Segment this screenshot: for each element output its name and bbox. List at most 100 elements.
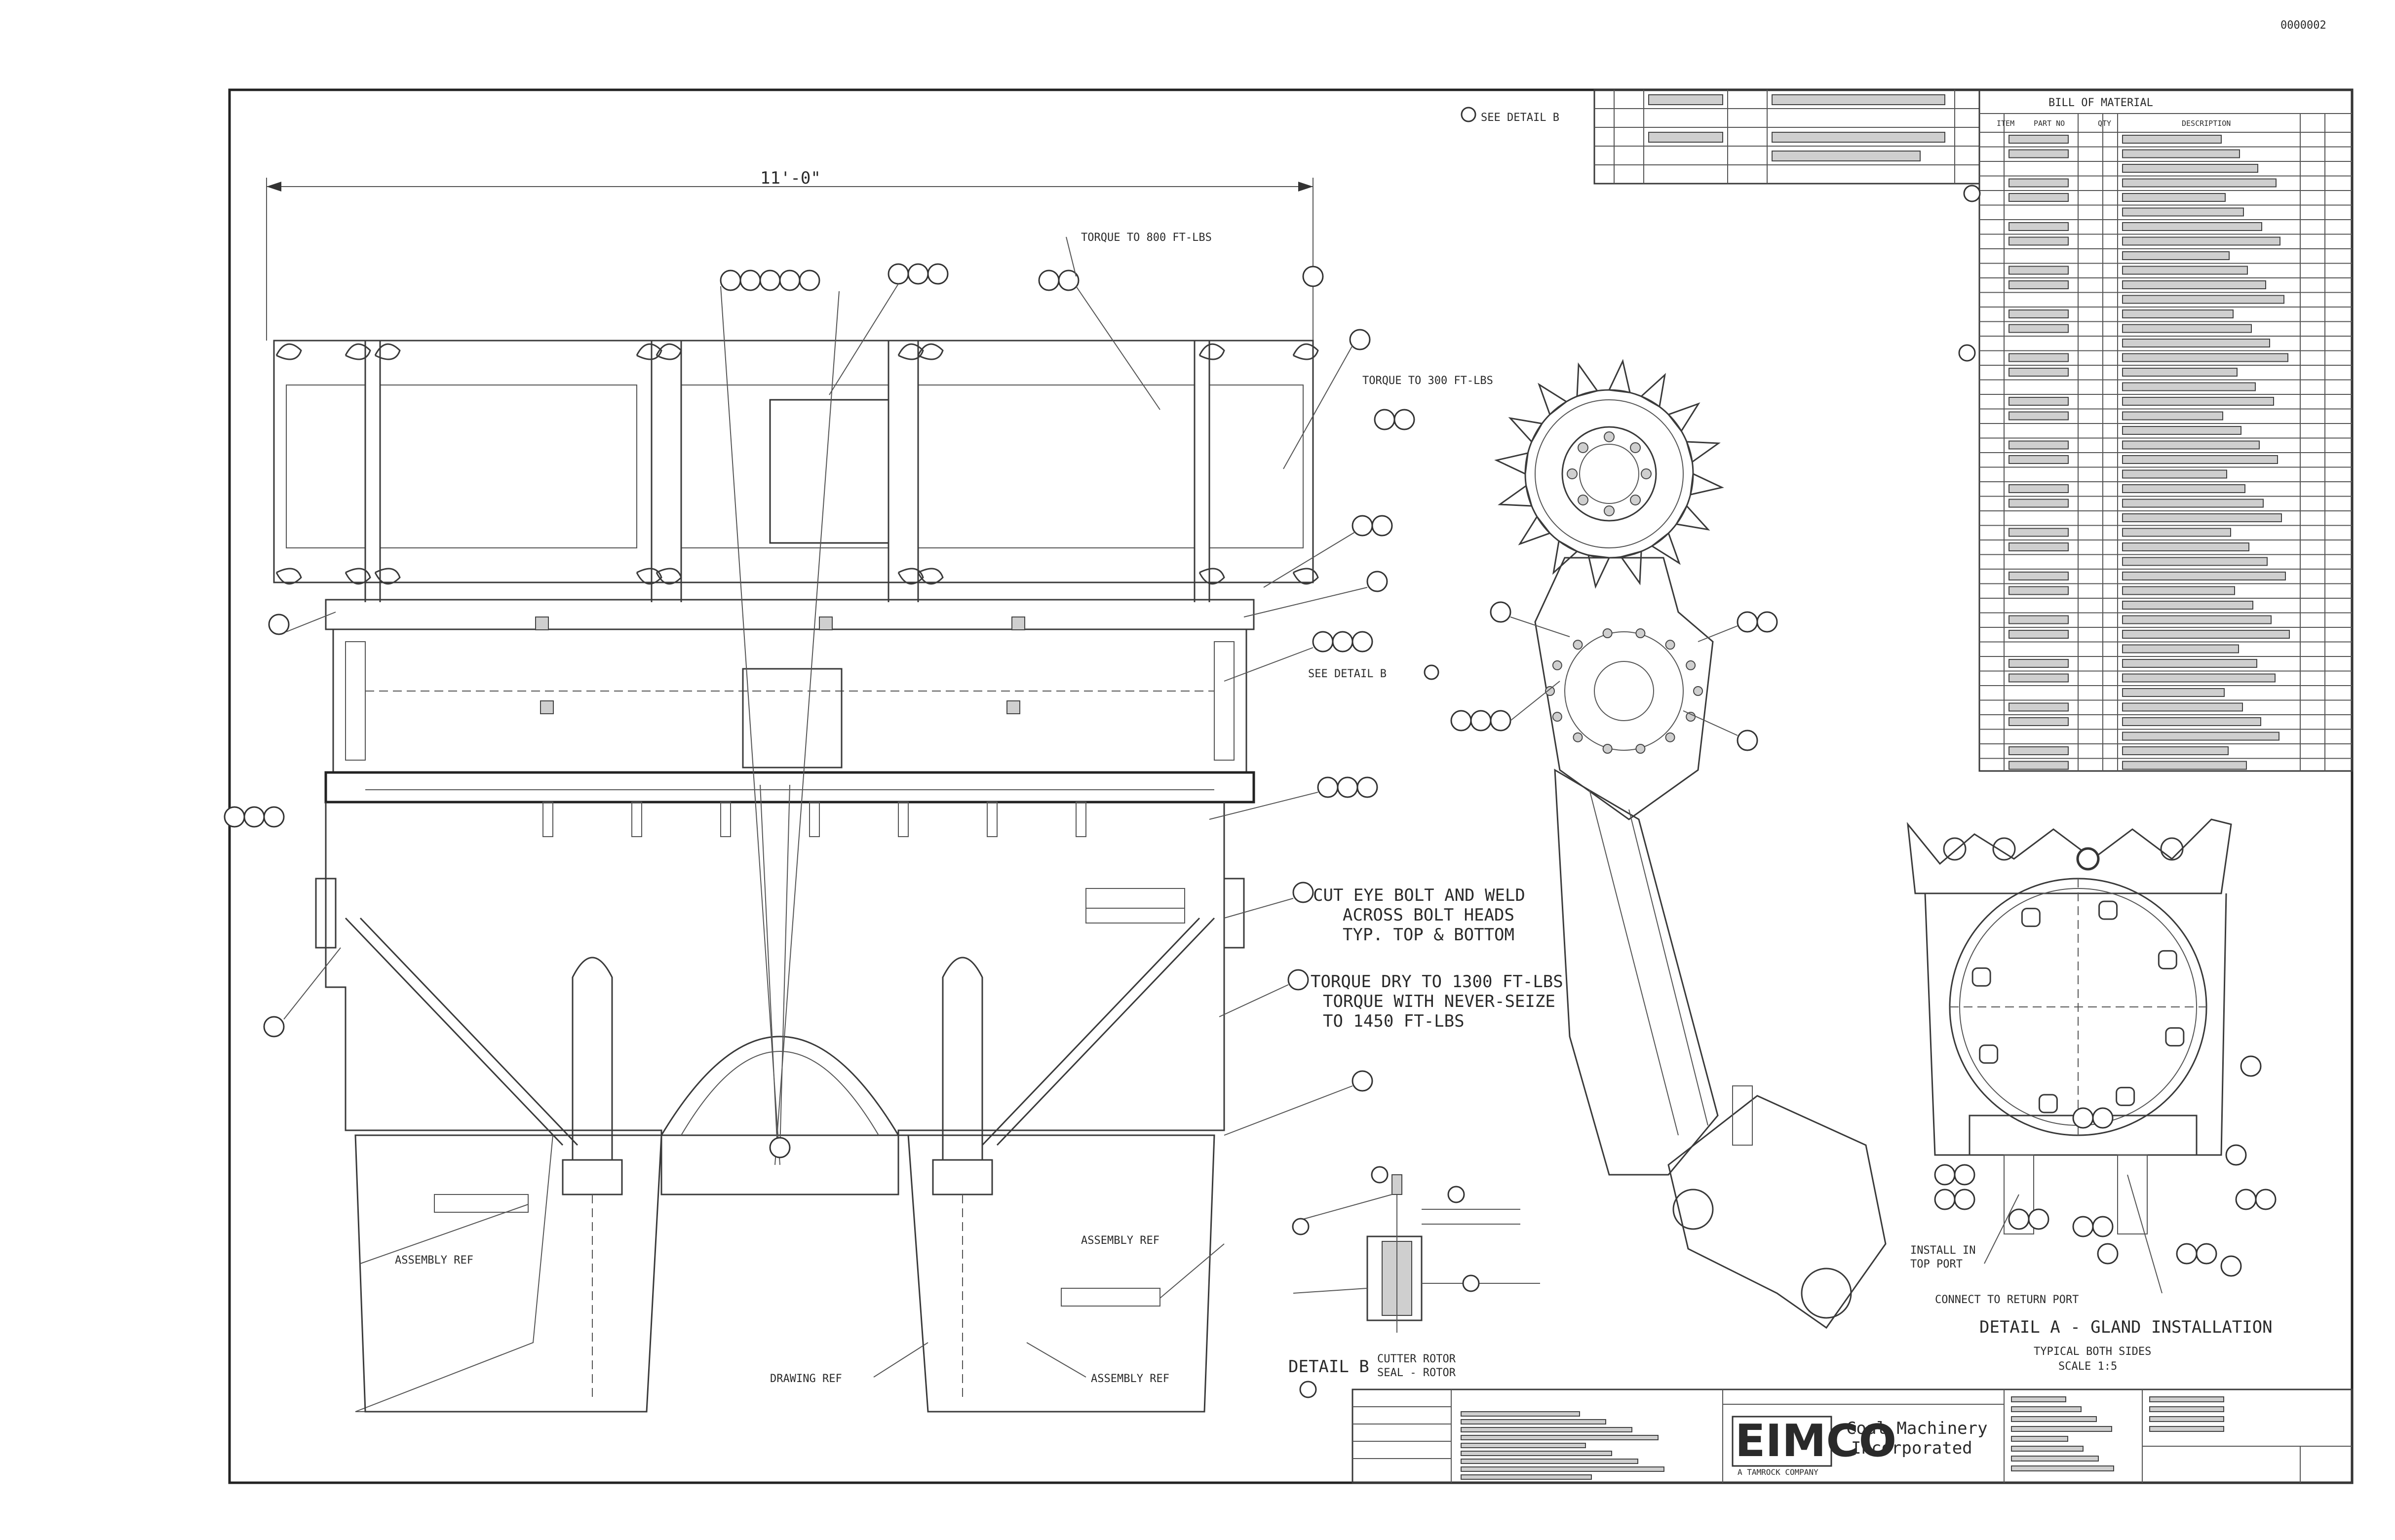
bom-title: BILL OF MATERIAL (2048, 97, 2153, 109)
torque-mid-note: TORQUE TO 300 FT-LBS (1362, 375, 1493, 387)
ref-right-label: ASSEMBLY REF (1081, 1234, 1159, 1247)
bom-description-cell (2122, 193, 2226, 202)
sprocket-tooth (1587, 554, 1611, 589)
approval-line (2011, 1456, 2099, 1462)
balloon-callout-icon (1424, 664, 1439, 680)
install-top-1: INSTALL IN (1910, 1244, 1975, 1257)
detail-a-balloons (1934, 848, 2277, 1277)
bom-partno-cell (2009, 266, 2069, 275)
flange-bolt (2098, 900, 2118, 920)
cutter-bit-bottom (374, 568, 401, 585)
arm-bolt (1686, 660, 1696, 670)
bom-partno-cell (2009, 309, 2069, 318)
bom-partno-cell (2009, 178, 2069, 188)
note-line (1461, 1443, 1586, 1448)
bom-partno-cell (2009, 236, 2069, 246)
sprocket-tooth (1538, 383, 1568, 416)
bom-description-cell (2122, 469, 2227, 479)
company-logo-text: EIMCO (1735, 1415, 1896, 1467)
cutter-bit-bottom (917, 568, 944, 585)
bom-partno-cell (2009, 280, 2069, 289)
arm-bolt (1602, 743, 1613, 754)
tack-weld-line-1: CUT EYE BOLT AND WELD (1313, 886, 1525, 905)
arm-bolt (1665, 640, 1675, 650)
tack-weld-line-2: ACROSS BOLT HEADS (1343, 905, 1514, 925)
bom-partno-cell (2009, 673, 2069, 683)
cutter-bit-bottom (275, 568, 302, 585)
cutter-bit-top (1292, 343, 1319, 360)
bom-partno-cell (2009, 440, 2069, 450)
detail-a-sub-2: SCALE 1:5 (2058, 1360, 2117, 1373)
arm-bolt (1552, 660, 1562, 670)
doc-id: 0000002 (2280, 19, 2326, 32)
bom-description-cell (2122, 309, 2234, 318)
bom-partno-cell (2009, 542, 2069, 551)
install-bottom-note: CONNECT TO RETURN PORT (1935, 1294, 2079, 1306)
bom-description-cell (2122, 644, 2239, 654)
bom-partno-cell (2009, 455, 2069, 464)
detail-b-sub-2: SEAL - ROTOR (1377, 1367, 1456, 1379)
note-line (1461, 1427, 1632, 1432)
bom-description-cell (2122, 397, 2274, 406)
bom-description-cell (2122, 499, 2264, 508)
hub-bolt (1577, 495, 1588, 506)
bom-header-qty: QTY (2098, 119, 2111, 128)
bom-partno-cell (2009, 149, 2069, 158)
tack-weld-note: CUT EYE BOLT AND WELD ACROSS BOLT HEADS … (1313, 886, 1525, 945)
frame-lug (542, 802, 553, 837)
bom-description-cell (2122, 702, 2243, 712)
bom-description-cell (2122, 353, 2288, 362)
bom-partno-cell (2009, 222, 2069, 231)
bom-description-cell (2122, 236, 2280, 246)
bom-partno-cell (2009, 717, 2069, 726)
sprocket-tooth (1608, 359, 1631, 394)
torque-dry-line-3: TO 1450 FT-LBS (1323, 1011, 1465, 1031)
cutter-bit-top (897, 343, 924, 360)
product-line-1: Coal Machinery (1846, 1419, 1988, 1438)
bom-description-cell (2122, 659, 2257, 668)
bom-description-cell (2122, 164, 2258, 173)
detail-a-bolts (1971, 900, 2185, 1114)
arm-bolt (1573, 732, 1583, 742)
arm-bolts (1545, 628, 1703, 754)
approval-line (2011, 1416, 2097, 1422)
install-top-2: TOP PORT (1910, 1258, 1963, 1270)
flange-bolt (2165, 1027, 2185, 1047)
bom-description-cell (2122, 295, 2284, 304)
bom-partno-cell (2009, 746, 2069, 755)
bom-description-cell (2122, 382, 2256, 391)
flange-bolt (1979, 1044, 1999, 1064)
cutter-bit-top (275, 343, 302, 360)
bom-description-cell (2122, 149, 2240, 158)
torque-dry-note: TORQUE DRY TO 1300 FT-LBS TORQUE WITH NE… (1311, 972, 1563, 1031)
bom-description-cell (2122, 207, 2244, 217)
torque-dry-line-1: TORQUE DRY TO 1300 FT-LBS (1311, 972, 1563, 992)
bom-partno-cell (2009, 572, 2069, 580)
cutter-bit-bottom (345, 568, 371, 585)
bom-partno-cell (2009, 324, 2069, 333)
company-subtitle: A TAMROCK COMPANY (1738, 1467, 1818, 1477)
cutter-bit-top (374, 343, 401, 360)
hub-bolt (1604, 505, 1615, 516)
revision-table (1593, 89, 1980, 185)
see-detail-label: SEE DETAIL B (1481, 112, 1559, 124)
cutter-sprocket (1494, 359, 1724, 589)
arm-bolt (1573, 640, 1583, 650)
bom-partno-cell (2009, 528, 2069, 537)
bom-partno-cell (2009, 761, 2069, 770)
bom-partno-cell (2009, 615, 2069, 624)
bom-description-cell (2122, 761, 2247, 770)
note-line (1461, 1466, 1664, 1472)
bom-description-cell (2122, 746, 2229, 755)
arm-bolt (1686, 712, 1696, 722)
bom-description-cell (2122, 615, 2272, 624)
flange-bolt (2038, 1094, 2058, 1114)
bom-partno-cell (2009, 397, 2069, 406)
approval-line (2011, 1436, 2068, 1442)
approval-line (2011, 1426, 2112, 1432)
bom-partno-cell (2009, 193, 2069, 202)
cutter-bit-bottom (1198, 568, 1225, 585)
title-notes-lines (1461, 1411, 1664, 1480)
product-line-2: Incorporated (1851, 1438, 1972, 1458)
